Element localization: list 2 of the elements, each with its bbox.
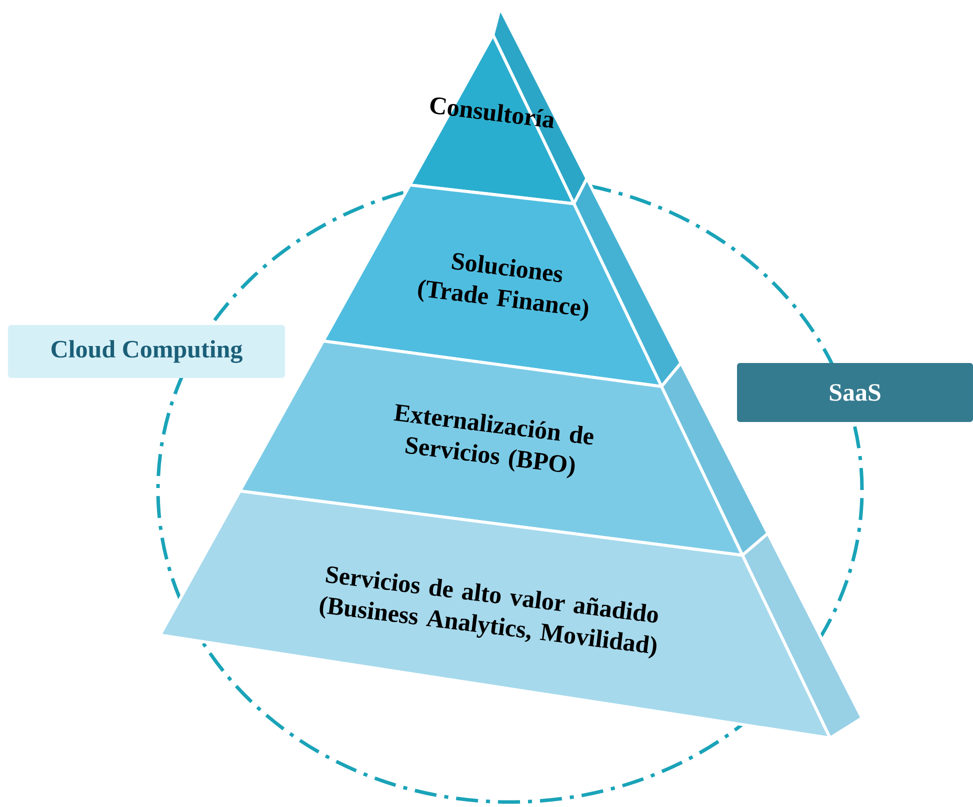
label-box: SaaS xyxy=(737,363,973,422)
label-box: Cloud Computing xyxy=(8,325,285,378)
